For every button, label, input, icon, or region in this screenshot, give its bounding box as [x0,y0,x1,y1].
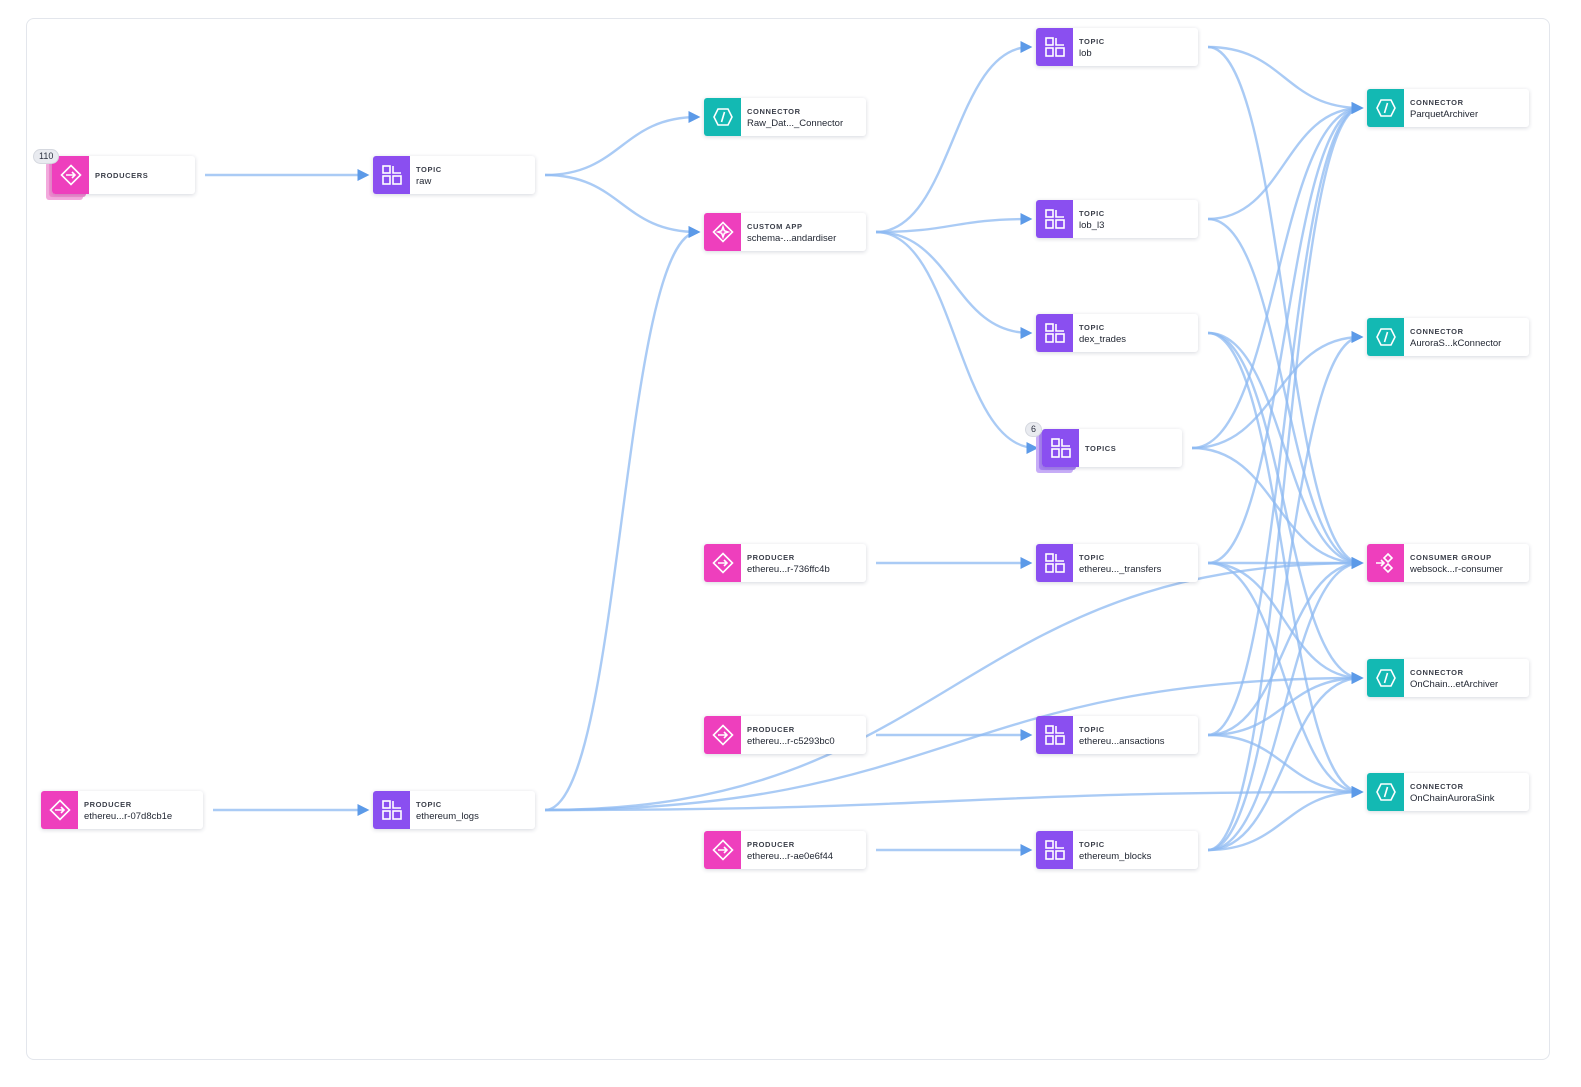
topic-icon [1036,716,1073,754]
connector-icon [1367,318,1404,356]
node-kind-label: PRODUCERS [95,171,149,180]
producer-icon [41,791,78,829]
node-connector-aurora[interactable]: CONNECTOR AuroraS...kConnector [1367,318,1529,356]
node-topic-transactions[interactable]: TOPIC ethereu...ansactions [1036,716,1198,754]
node-topics-group[interactable]: TOPICS [1042,429,1182,467]
node-topic-transfers[interactable]: TOPIC ethereu..._transfers [1036,544,1198,582]
producer-icon [52,156,89,194]
producers-count-badge: 110 [34,150,59,163]
node-kind-label: TOPIC [1079,323,1105,332]
node-kind-label: PRODUCER [747,725,795,734]
node-kind-label: TOPICS [1085,444,1117,453]
topic-icon [1042,429,1079,467]
producer-icon [704,831,741,869]
connector-icon [704,98,741,136]
producer-icon [704,716,741,754]
topic-icon [373,156,410,194]
custom-app-icon [704,213,741,251]
node-name-label: raw [416,176,432,187]
node-name-label: ethereum_blocks [1079,851,1152,862]
node-connector-onchain-aurora-sink[interactable]: CONNECTOR OnChainAuroraSink [1367,773,1529,811]
node-kind-label: CONNECTOR [1410,327,1464,336]
node-connector-raw-data[interactable]: CONNECTOR Raw_Dat..._Connector [704,98,866,136]
node-kind-label: CONNECTOR [1410,782,1464,791]
node-connector-onchain-archiver[interactable]: CONNECTOR OnChain...etArchiver [1367,659,1529,697]
topic-icon [1036,831,1073,869]
node-kind-label: CONNECTOR [1410,98,1464,107]
node-kind-label: PRODUCER [747,553,795,562]
node-topic-ethereum-logs[interactable]: TOPIC ethereum_logs [373,791,535,829]
topics-count-badge: 6 [1026,423,1042,436]
node-producer-c5293bc0[interactable]: PRODUCER ethereu...r-c5293bc0 [704,716,866,754]
node-producer-07d8cb1e[interactable]: PRODUCER ethereu...r-07d8cb1e [41,791,203,829]
node-name-label: Raw_Dat..._Connector [747,118,844,129]
node-kind-label: CONSUMER GROUP [1410,553,1492,562]
node-name-label: schema-...andardiser [747,233,837,244]
node-name-label: ethereu...r-ae0e6f44 [747,851,834,862]
node-consumer-group[interactable]: CONSUMER GROUP websock...r-consumer [1367,544,1529,582]
node-topic-dex-trades[interactable]: TOPIC dex_trades [1036,314,1198,352]
topic-icon [1036,200,1073,238]
node-name-label: dex_trades [1079,334,1127,345]
node-topic-lob[interactable]: TOPIC lob [1036,28,1198,66]
node-name-label: lob [1079,48,1092,59]
node-name-label: ethereu..._transfers [1079,564,1162,575]
node-producer-736ffc4b[interactable]: PRODUCER ethereu...r-736ffc4b [704,544,866,582]
topic-icon [1036,314,1073,352]
node-name-label: OnChain...etArchiver [1410,679,1499,690]
node-kind-label: CONNECTOR [747,107,801,116]
topic-icon [1036,28,1073,66]
node-kind-label: TOPIC [1079,37,1105,46]
node-name-label: ethereu...r-07d8cb1e [84,811,173,822]
node-producers-group[interactable]: PRODUCERS [52,156,195,194]
node-kind-label: TOPIC [1079,553,1105,562]
node-topic-lob-l3[interactable]: TOPIC lob_l3 [1036,200,1198,238]
topic-icon [373,791,410,829]
node-producer-ae0e6f44[interactable]: PRODUCER ethereu...r-ae0e6f44 [704,831,866,869]
node-name-label: ethereu...r-736ffc4b [747,564,830,575]
node-name-label: ethereum_logs [416,811,479,822]
node-name-label: OnChainAuroraSink [1410,793,1495,804]
node-kind-label: TOPIC [1079,209,1105,218]
pipeline-canvas[interactable] [26,18,1550,1060]
connector-icon [1367,89,1404,127]
connector-icon [1367,773,1404,811]
node-topic-ethereum-blocks[interactable]: TOPIC ethereum_blocks [1036,831,1198,869]
node-kind-label: TOPIC [1079,840,1105,849]
node-connector-parquet-archiver[interactable]: CONNECTOR ParquetArchiver [1367,89,1529,127]
node-topic-raw[interactable]: TOPIC raw [373,156,535,194]
node-kind-label: TOPIC [416,800,442,809]
topic-icon [1036,544,1073,582]
node-name-label: lob_l3 [1079,220,1105,231]
node-name-label: websock...r-consumer [1410,564,1503,575]
node-kind-label: CUSTOM APP [747,222,803,231]
node-kind-label: TOPIC [416,165,442,174]
connector-icon [1367,659,1404,697]
node-kind-label: PRODUCER [84,800,132,809]
node-kind-label: TOPIC [1079,725,1105,734]
node-kind-label: PRODUCER [747,840,795,849]
node-name-label: ethereu...ansactions [1079,736,1165,747]
node-name-label: ParquetArchiver [1410,109,1479,120]
consumer-group-icon [1367,544,1404,582]
node-name-label: AuroraS...kConnector [1410,338,1502,349]
node-custom-app[interactable]: CUSTOM APP schema-...andardiser [704,213,866,251]
producer-icon [704,544,741,582]
node-kind-label: CONNECTOR [1410,668,1464,677]
node-name-label: ethereu...r-c5293bc0 [747,736,835,747]
